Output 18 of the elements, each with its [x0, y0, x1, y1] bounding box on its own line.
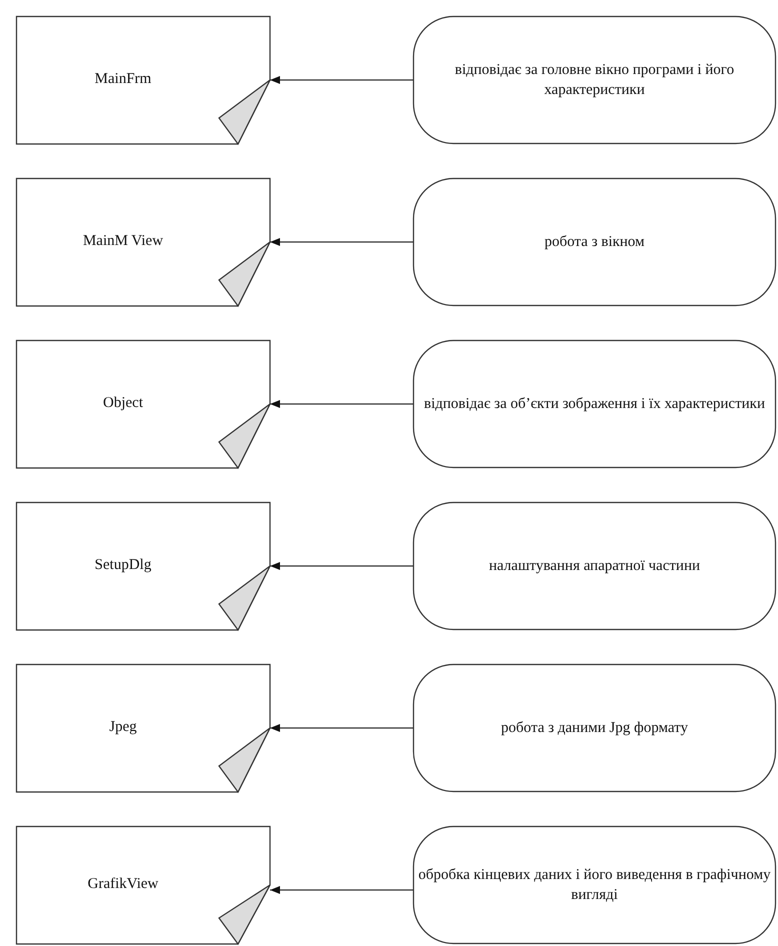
description-text: робота з вікном: [543, 232, 646, 252]
class-name: SetupDlg: [94, 556, 152, 575]
arrow: [270, 76, 413, 84]
class-name: MainM View: [82, 232, 164, 251]
class-name: MainFrm: [94, 70, 152, 89]
description-text: відповідає за головне вікно програми і його характеристики: [454, 60, 736, 100]
arrow: [270, 238, 413, 246]
class-name: GrafikView: [86, 875, 160, 894]
arrow: [270, 400, 413, 408]
arrow: [270, 724, 413, 732]
description-text: відповідає за об’єкти зображення і їх характеристики: [423, 394, 766, 414]
class-name: Jpeg: [108, 718, 138, 737]
description-text: налаштування апаратної частини: [488, 556, 702, 576]
arrow: [270, 562, 413, 570]
description-text: обробка кінцевих даних і його виведення в графічному вигляді: [417, 866, 772, 905]
description-text: робота з даними Jpg формату: [500, 718, 689, 738]
class-name: Object: [102, 394, 144, 413]
arrow: [270, 886, 413, 894]
